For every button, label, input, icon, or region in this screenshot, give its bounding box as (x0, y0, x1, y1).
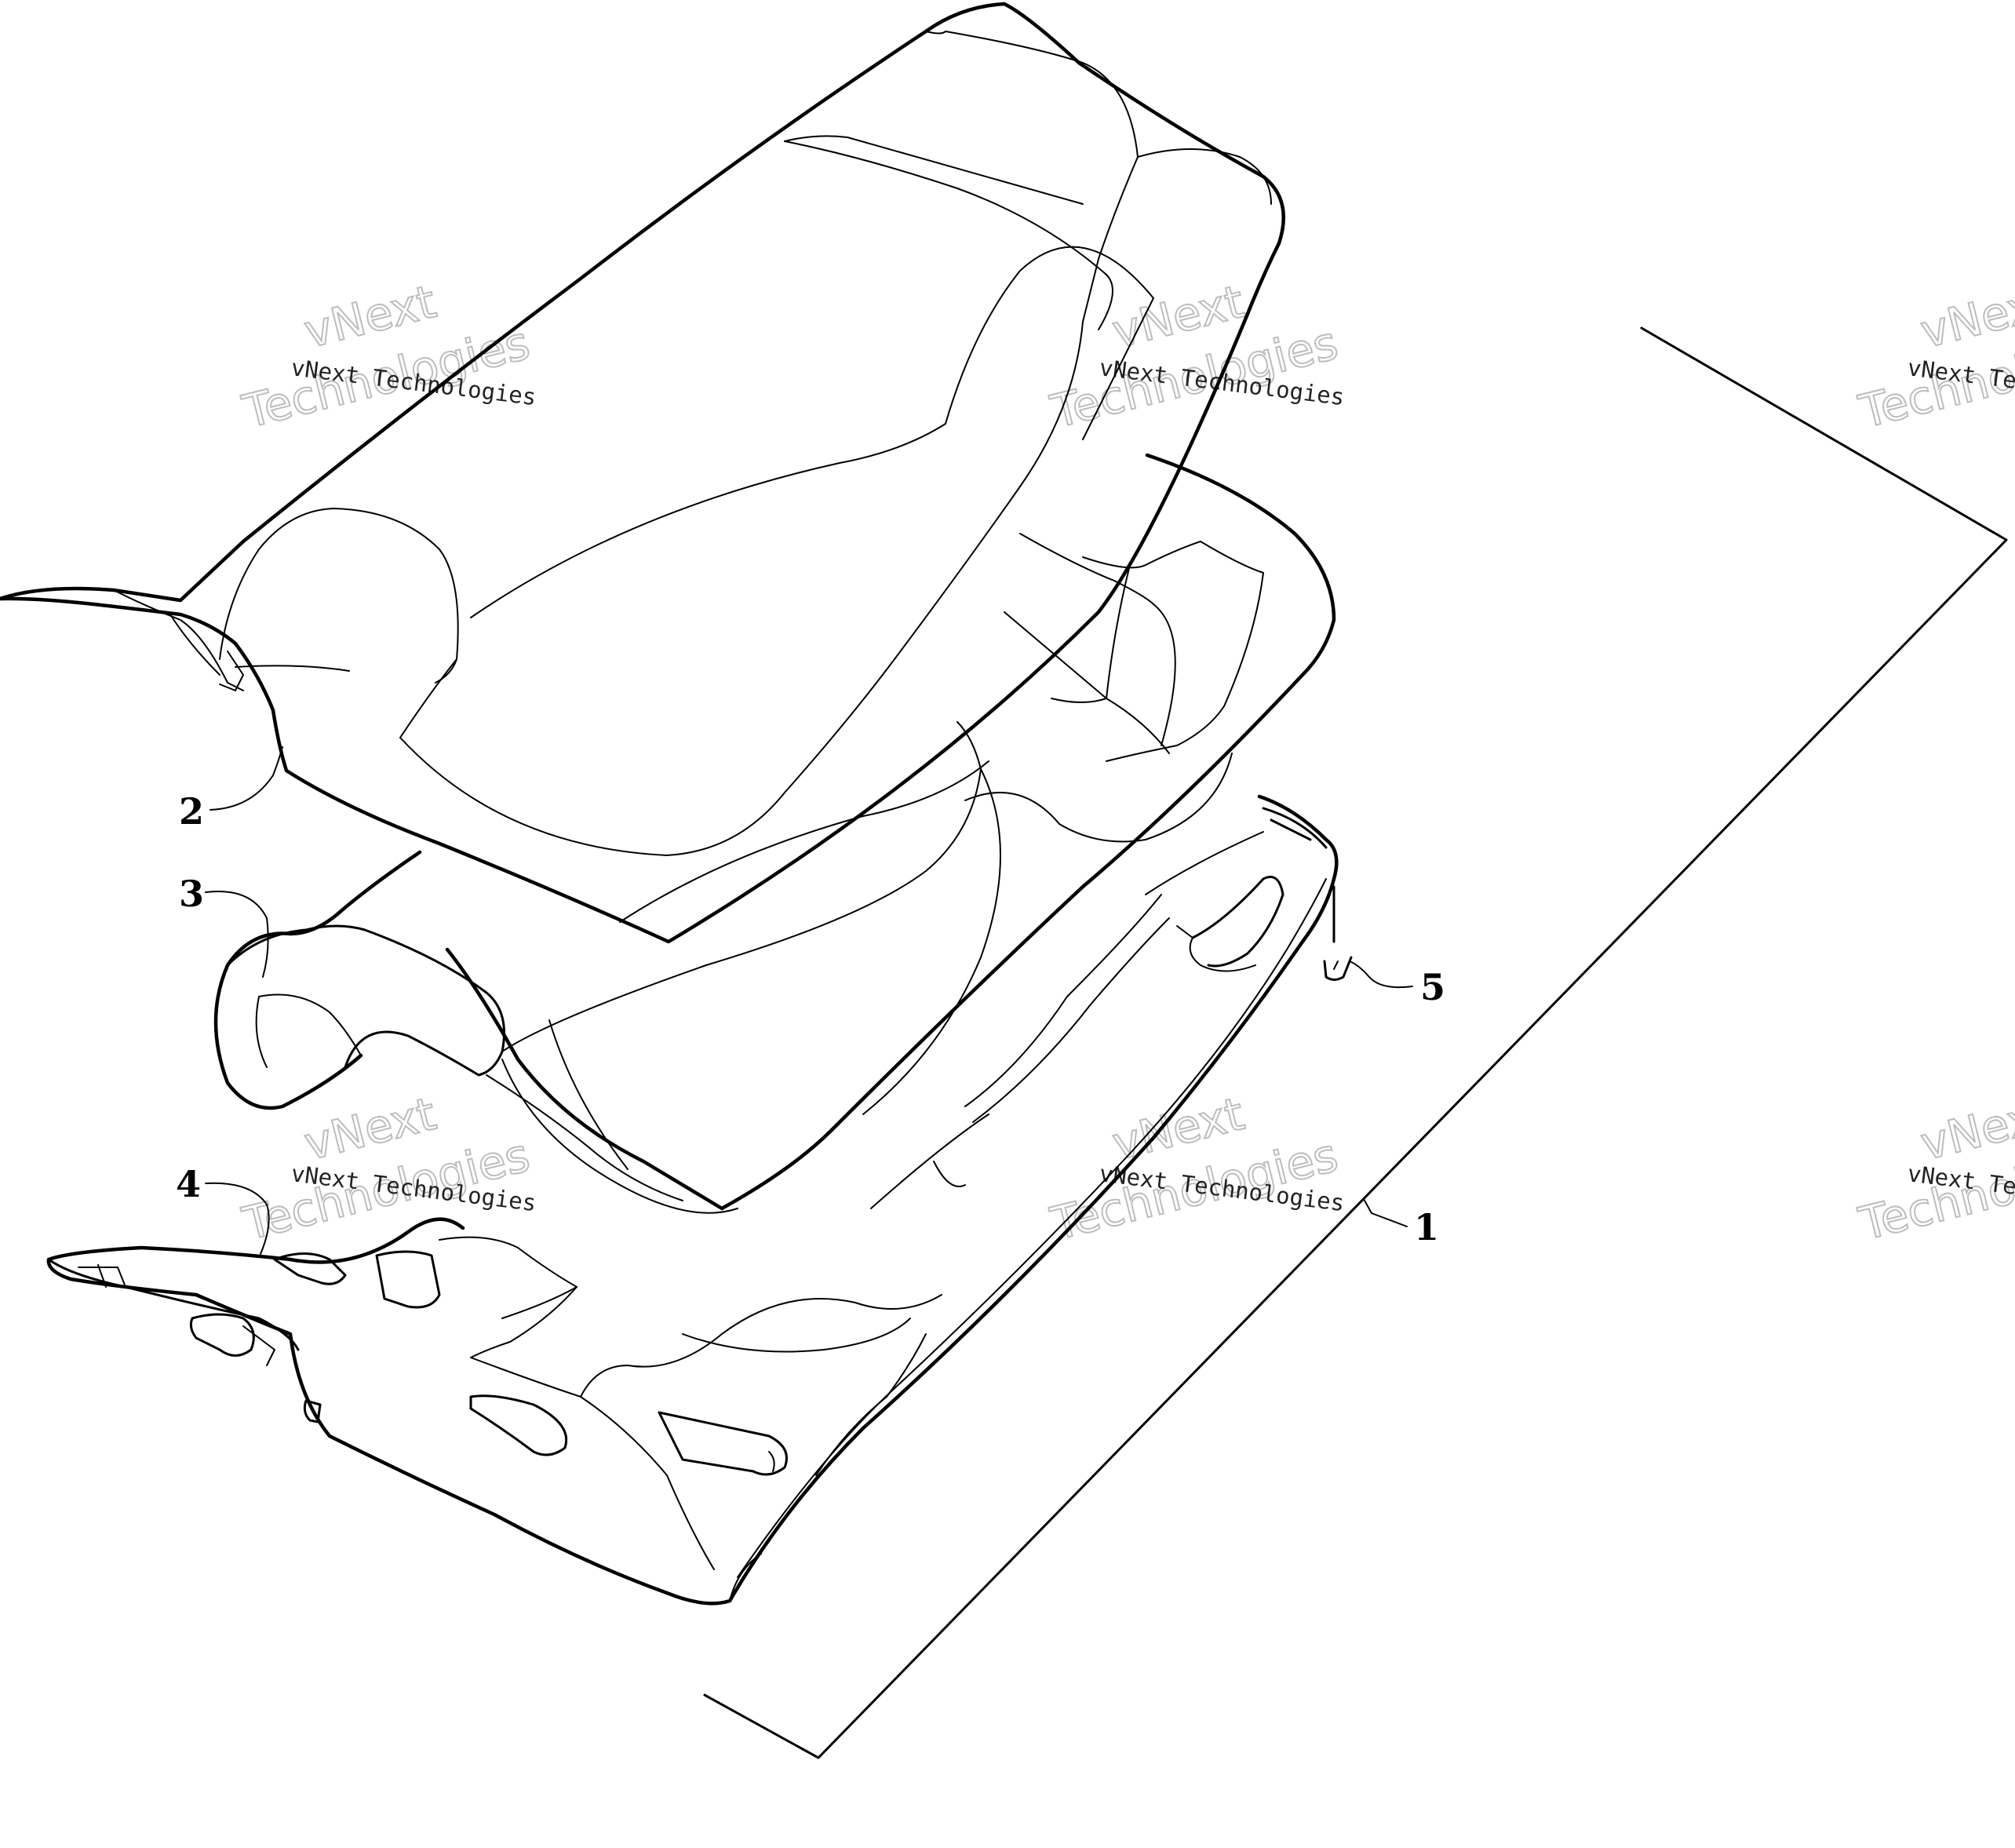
watermark-top-right: vNext Technologies (1853, 274, 2015, 439)
callout-numbers: 2 3 4 5 1 (176, 790, 1445, 1248)
clip-part-5 (1323, 885, 1353, 981)
watermark-big-vnext: vNext (1915, 1087, 2015, 1171)
leader-line-2 (210, 746, 283, 811)
leader-line-5 (1349, 960, 1413, 989)
seat-cover-part-2 (0, 2, 1286, 944)
watermark-big-vnext: vNext (1915, 275, 2015, 359)
leader-line-1 (1363, 1198, 1408, 1227)
callout-number-5: 5 (1420, 966, 1445, 1008)
callout-leaders (205, 746, 1413, 1255)
callout-number-2: 2 (179, 790, 204, 833)
callout-number-1: 1 (1414, 1206, 1439, 1248)
leader-line-4 (205, 1182, 270, 1255)
assembly-bracket (703, 326, 2008, 1759)
seat-foam-part-3 (213, 453, 1336, 1214)
leader-line-3 (205, 891, 269, 978)
watermark-bottom-right: vNext Technologies (1853, 1086, 2015, 1252)
callout-number-3: 3 (179, 873, 204, 915)
watermark-top-center: vNext Technologies (1045, 274, 1344, 439)
callout-number-4: 4 (176, 1163, 201, 1205)
seat-base-part-1 (46, 794, 1339, 1606)
watermark-group: vNext Technologies vNext Technologies vN… (237, 274, 2015, 1252)
